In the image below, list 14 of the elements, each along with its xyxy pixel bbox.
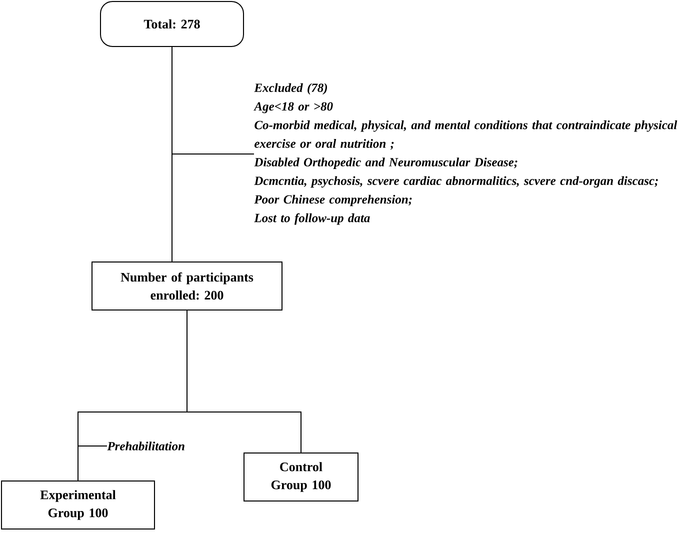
connector-line	[78, 310, 188, 446]
process-box: Control Group 100	[244, 452, 358, 502]
note-text: Lost to follow-up data	[254, 213, 370, 225]
note-text: Poor Chinese comprehension;	[254, 194, 412, 206]
edge-label: Prehabilitation	[107, 442, 184, 450]
start-box: Total: 278	[100, 1, 244, 47]
process-box: Number of participants enrolled: 200	[92, 262, 282, 310]
note-text: Age<18 or >80	[254, 102, 333, 114]
note-text: Excluded (78)	[254, 83, 327, 95]
connector-line	[172, 46, 254, 154]
note-text: Co-morbid medical, physical, and mental conditions that contraindicate physical exercise or oral nutrition ;	[254, 120, 678, 150]
process-box: Experimental Group 100	[1, 480, 155, 530]
note-text: Dcmcntia, psychosis, scvere cardiac abnormalitics, scvere cnd-organ discasc;	[254, 176, 658, 188]
note-text: Disabled Orthopedic and Neuromuscular Disease;	[254, 158, 518, 169]
